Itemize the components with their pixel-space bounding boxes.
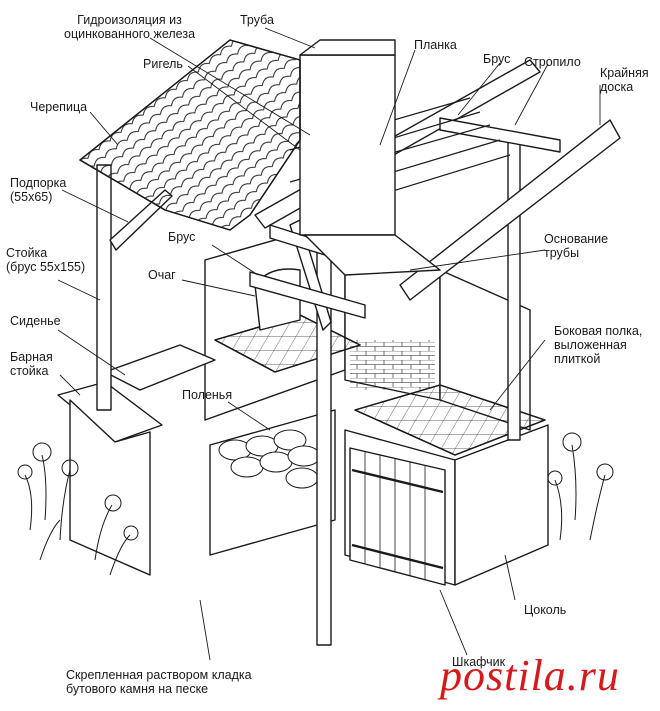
- leader-lines: [57, 27, 601, 661]
- plant-left: [17, 442, 139, 576]
- label-waterproofing: Гидроизоляция из оцинкованного железа: [64, 13, 196, 41]
- label-slat: Планка: [414, 38, 457, 52]
- base-structure: [57, 219, 549, 586]
- beam-mid: [249, 271, 366, 319]
- label-firewood: Поленья: [182, 388, 233, 402]
- watermark: postila.ru: [440, 651, 620, 700]
- decorative-plants: [17, 432, 614, 576]
- label-foundation: Скрепленная раствором кладка бутового ка…: [66, 668, 252, 696]
- label-rafter: Стропило: [524, 55, 581, 69]
- bar-counter-body: [69, 399, 151, 576]
- label-roof-tile: Черепица: [30, 100, 88, 114]
- post-left: [96, 164, 112, 411]
- label-chimney-base: Основание трубы: [544, 232, 609, 260]
- label-bar-counter: Барная стойка: [10, 350, 53, 378]
- cabinet-door-planks: [351, 452, 444, 580]
- label-beam-mid: Брус: [168, 230, 196, 244]
- chimney-cap: [299, 39, 396, 56]
- label-seat: Сиденье: [10, 314, 61, 328]
- edge-board: [399, 119, 621, 301]
- seat: [104, 344, 216, 391]
- label-chimney: Труба: [240, 13, 274, 27]
- label-edge-board: Крайняя доска: [600, 66, 649, 94]
- label-post: Стойка (брус 55х155): [6, 246, 86, 274]
- plant-right: [547, 432, 614, 541]
- label-plinth: Цоколь: [524, 603, 567, 617]
- brick-band: [350, 340, 435, 390]
- chimney-funnel: [304, 234, 441, 276]
- firewood-logs: [218, 429, 321, 489]
- label-cabinet: Шкафчик: [452, 655, 506, 669]
- tiled-roof: [79, 39, 301, 231]
- label-side-shelf: Боковая полка, выложенная плиткой: [554, 324, 643, 366]
- side-shelf-outline: [354, 384, 546, 456]
- label-hearth: Очаг: [148, 268, 176, 282]
- chimney-pipe: [299, 54, 396, 236]
- label-beam-top: Брус: [483, 52, 511, 66]
- post-right: [507, 139, 521, 441]
- label-brace: Подпорка (55х65): [10, 176, 67, 204]
- beam-right: [439, 117, 561, 153]
- label-crossbar: Ригель: [143, 57, 183, 71]
